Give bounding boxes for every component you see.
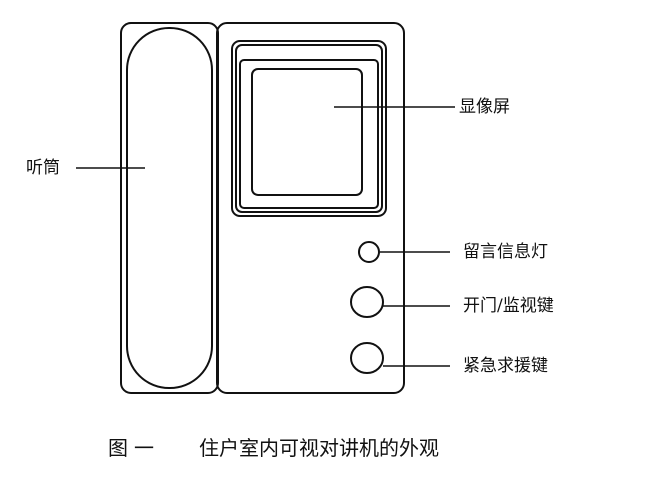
screen-bezel bbox=[231, 40, 387, 217]
screen-frame-middle bbox=[235, 44, 383, 213]
message-light-label: 留言信息灯 bbox=[463, 242, 548, 262]
figure-number: 图一 bbox=[108, 436, 160, 460]
screen-frame-inner bbox=[239, 59, 379, 209]
display-screen bbox=[251, 68, 363, 196]
handset-grip bbox=[126, 27, 213, 389]
screen-frame-outer bbox=[231, 40, 387, 217]
screen-label: 显像屏 bbox=[459, 97, 510, 117]
figure-caption: 住户室内可视对讲机的外观 bbox=[199, 436, 439, 460]
emergency-key bbox=[350, 342, 384, 374]
message-light bbox=[358, 241, 380, 263]
handset-label: 听筒 bbox=[26, 158, 60, 178]
door-monitor-key-label: 开门/监视键 bbox=[463, 296, 554, 316]
handset bbox=[120, 22, 219, 394]
door-monitor-key bbox=[350, 286, 384, 318]
emergency-key-label: 紧急求援键 bbox=[463, 356, 548, 376]
handset-body bbox=[120, 22, 219, 394]
intercom-base bbox=[216, 22, 405, 394]
